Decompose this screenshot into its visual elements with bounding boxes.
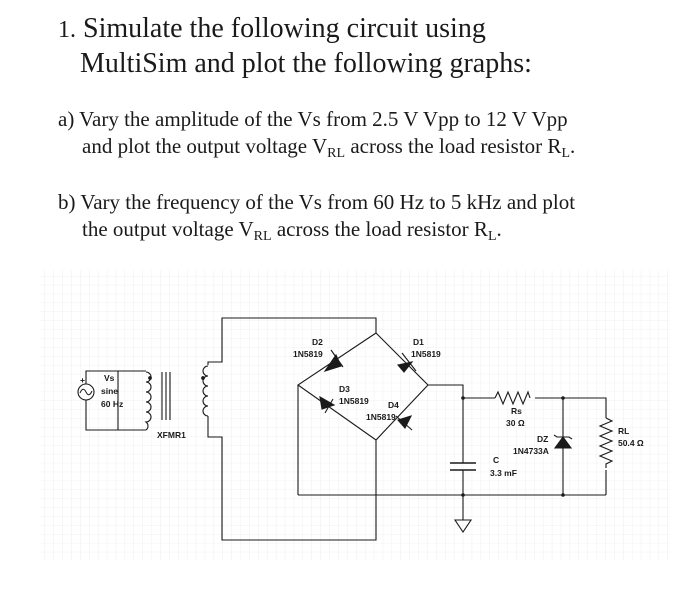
label-vs-freq: 60 Hz	[101, 399, 123, 409]
grid-background	[40, 270, 670, 560]
label-dz: DZ	[537, 434, 548, 444]
svg-text:+: +	[80, 375, 85, 385]
circuit-wires	[85, 317, 607, 541]
part-b-line-1: b) Vary the frequency of the Vs from 60 …	[58, 190, 576, 214]
part-a-sub-rl: RL	[327, 146, 346, 161]
part-a: a) Vary the amplitude of the Vs from 2.5…	[58, 106, 576, 161]
part-b-line-2: the output voltage VRL across the load r…	[58, 216, 575, 244]
part-a-line-1: a) Vary the amplitude of the Vs from 2.5…	[58, 107, 568, 131]
diode-d1-icon	[396, 352, 417, 373]
part-a-period: .	[570, 134, 576, 158]
label-d4: D4	[388, 400, 399, 410]
resistor-rl-icon	[598, 417, 614, 468]
label-rl: RL	[618, 426, 629, 436]
label-rs-value: 30 Ω	[506, 418, 525, 428]
part-b-sub-rl: RL	[253, 229, 272, 244]
ac-source-icon: +	[77, 375, 95, 401]
label-transformer: XFMR1	[157, 430, 186, 440]
zener-diode-icon	[553, 434, 573, 449]
capacitor-icon	[450, 462, 476, 471]
question-title: 1. Simulate the following circuit using …	[58, 12, 532, 81]
diode-d4-icon	[395, 415, 413, 431]
part-a-text: and plot the output voltage V	[82, 134, 328, 158]
label-rs: Rs	[511, 406, 522, 416]
part-a-text-mid: across the load resistor R	[345, 134, 562, 158]
part-a-sub-l: L	[561, 146, 570, 161]
label-c: C	[493, 455, 499, 465]
ground-icon	[453, 519, 473, 533]
label-d3-part: 1N5819	[339, 396, 369, 406]
question-number: 1.	[58, 17, 76, 43]
diode-d2-icon	[323, 349, 344, 372]
title-line-2: MultiSim and plot the following graphs:	[80, 48, 532, 79]
title-line-1: Simulate the following circuit using	[83, 13, 486, 44]
resistor-rs-icon	[494, 390, 531, 406]
label-d4-part: 1N5819	[366, 412, 396, 422]
label-dz-part: 1N4733A	[513, 446, 549, 456]
label-d1: D1	[413, 337, 424, 347]
label-vs: Vs	[104, 373, 115, 383]
label-vs-type: sine	[101, 386, 118, 396]
label-d1-part: 1N5819	[411, 349, 441, 359]
junction-dots	[461, 396, 565, 497]
part-a-line-2: and plot the output voltage VRL across t…	[58, 133, 576, 161]
diode-d3-icon	[319, 395, 336, 414]
bridge-diodes	[319, 349, 417, 431]
part-b-text-mid: across the load resistor R	[271, 217, 488, 241]
label-c-value: 3.3 mF	[490, 468, 517, 478]
label-d3: D3	[339, 384, 350, 394]
part-b-sub-l: L	[487, 229, 497, 244]
part-b: b) Vary the frequency of the Vs from 60 …	[58, 189, 576, 244]
part-b-period: .	[496, 217, 502, 241]
transformer-icon	[144, 365, 209, 431]
label-d2-part: 1N5819	[293, 349, 323, 359]
part-b-text: the output voltage V	[82, 217, 254, 241]
label-rl-value: 50.4 Ω	[618, 438, 644, 448]
label-d2: D2	[312, 337, 323, 347]
